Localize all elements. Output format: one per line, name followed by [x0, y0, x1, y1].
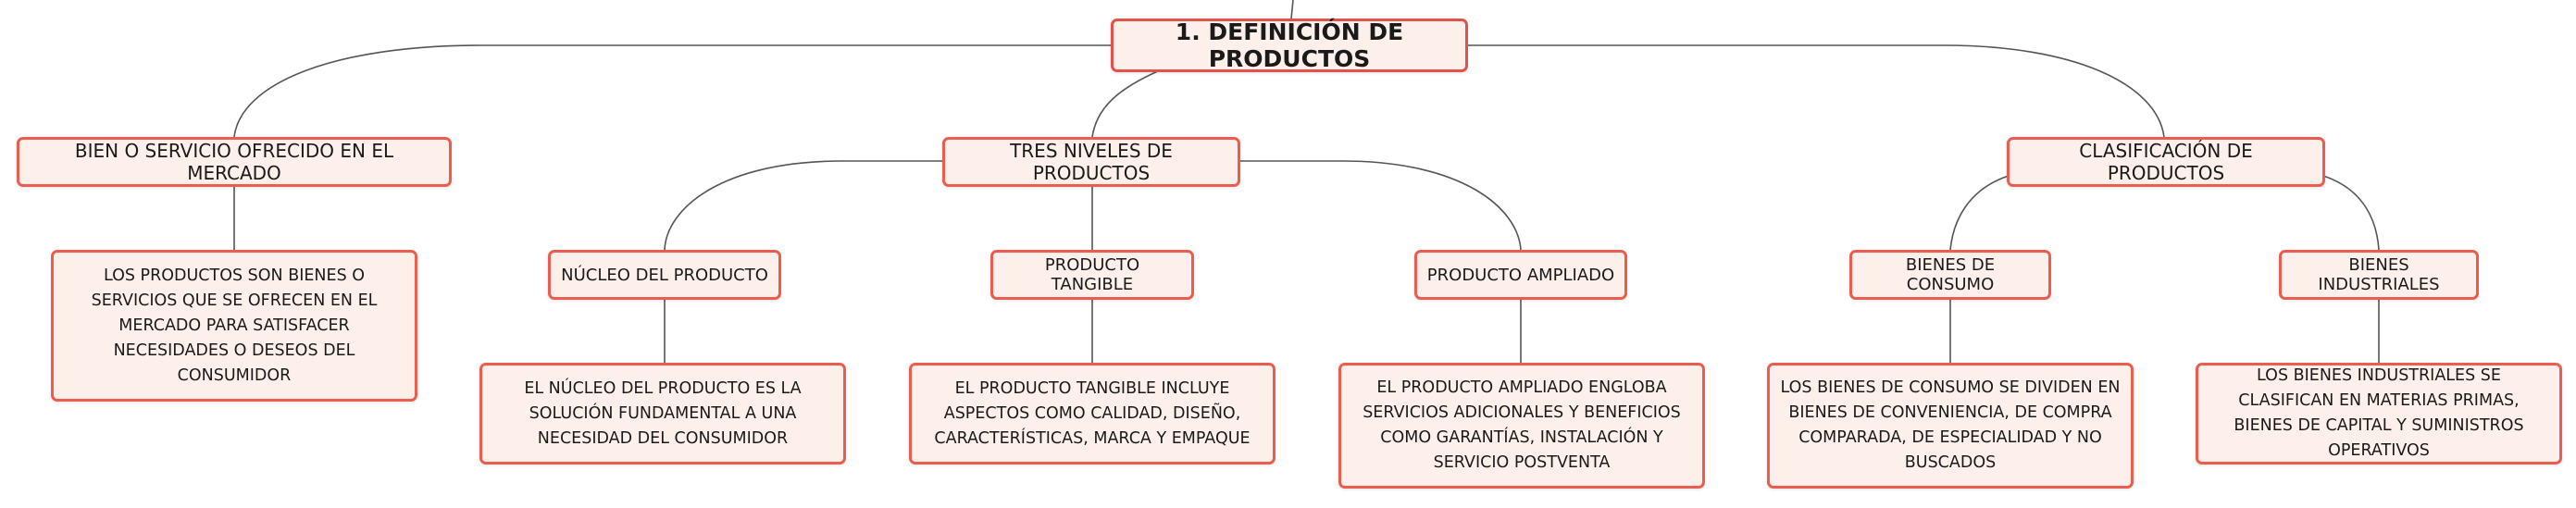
- node-industriales-label: BIENES INDUSTRIALES: [2318, 255, 2440, 294]
- node-root-label: 1. DEFINICIÓN DE PRODUCTOS: [1175, 19, 1404, 72]
- node-nucleo-desc-text: EL NÚCLEO DEL PRODUCTO ES LA SOLUCIÓN FU…: [524, 378, 802, 448]
- connector-clasificacion-consumo: [1949, 175, 2010, 251]
- connector-niveles-nucleo: [664, 160, 942, 251]
- node-tangible-desc[interactable]: EL PRODUCTO TANGIBLE INCLUYE ASPECTOS CO…: [909, 363, 1276, 465]
- node-bien-servicio[interactable]: BIEN O SERVICIO OFRECIDO EN EL MERCADO: [17, 137, 452, 187]
- connector-root-bien: [233, 44, 1111, 138]
- node-nucleo-desc[interactable]: EL NÚCLEO DEL PRODUCTO ES LA SOLUCIÓN FU…: [479, 363, 846, 465]
- node-tangible-desc-text: EL PRODUCTO TANGIBLE INCLUYE ASPECTOS CO…: [934, 378, 1251, 448]
- node-industriales[interactable]: BIENES INDUSTRIALES: [2279, 250, 2479, 300]
- connector-root-niveles: [1091, 69, 1161, 138]
- node-industriales-desc[interactable]: LOS BIENES INDUSTRIALES SE CLASIFICAN EN…: [2196, 363, 2562, 465]
- node-nucleo[interactable]: NÚCLEO DEL PRODUCTO: [548, 250, 781, 300]
- node-ampliado[interactable]: PRODUCTO AMPLIADO: [1414, 250, 1627, 300]
- connector-niveles-ampliado: [1240, 160, 1522, 251]
- node-consumo-desc-text: LOS BIENES DE CONSUMO SE DIVIDEN EN BIEN…: [1780, 378, 2121, 472]
- node-consumo-desc[interactable]: LOS BIENES DE CONSUMO SE DIVIDEN EN BIEN…: [1767, 363, 2134, 489]
- node-tangible[interactable]: PRODUCTO TANGIBLE: [990, 250, 1194, 300]
- connector-clasificacion-industriales: [2322, 175, 2380, 251]
- node-clasificacion[interactable]: CLASIFICACIÓN DE PRODUCTOS: [2007, 137, 2325, 187]
- node-industriales-desc-text: LOS BIENES INDUSTRIALES SE CLASIFICAN EN…: [2234, 366, 2524, 460]
- node-nucleo-label: NÚCLEO DEL PRODUCTO: [561, 265, 768, 285]
- connector-root-clasificacion: [1468, 44, 2165, 138]
- node-bien-servicio-desc-text: LOS PRODUCTOS SON BIENES O SERVICIOS QUE…: [91, 266, 378, 385]
- connector-root-parent: [1290, 0, 1294, 19]
- node-bien-servicio-label: BIEN O SERVICIO OFRECIDO EN EL MERCADO: [74, 140, 394, 184]
- node-clasificacion-label: CLASIFICACIÓN DE PRODUCTOS: [2079, 140, 2253, 184]
- node-consumo-label: BIENES DE CONSUMO: [1905, 255, 1996, 294]
- node-tres-niveles[interactable]: TRES NIVELES DE PRODUCTOS: [942, 137, 1240, 187]
- node-tangible-label: PRODUCTO TANGIBLE: [1044, 255, 1140, 294]
- node-ampliado-desc[interactable]: EL PRODUCTO AMPLIADO ENGLOBA SERVICIOS A…: [1338, 363, 1705, 489]
- node-ampliado-label: PRODUCTO AMPLIADO: [1426, 265, 1615, 285]
- node-consumo[interactable]: BIENES DE CONSUMO: [1849, 250, 2051, 300]
- node-tres-niveles-label: TRES NIVELES DE PRODUCTOS: [1010, 140, 1173, 184]
- node-root[interactable]: 1. DEFINICIÓN DE PRODUCTOS: [1111, 19, 1468, 72]
- node-ampliado-desc-text: EL PRODUCTO AMPLIADO ENGLOBA SERVICIOS A…: [1363, 378, 1681, 472]
- node-bien-servicio-desc[interactable]: LOS PRODUCTOS SON BIENES O SERVICIOS QUE…: [51, 250, 417, 402]
